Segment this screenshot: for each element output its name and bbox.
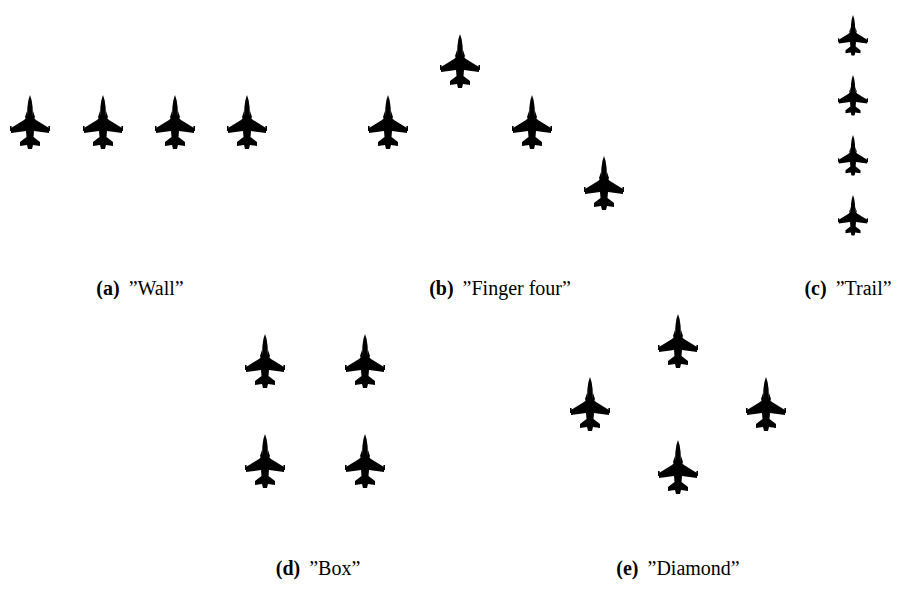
subfigure-caption: (c) ”Trail” (804, 276, 891, 300)
jet-silhouette (440, 34, 480, 88)
jet-silhouette (227, 95, 267, 149)
box-formation (245, 334, 385, 488)
caption-text: ”Diamond” (648, 556, 740, 580)
jet-silhouette (245, 334, 285, 388)
caption-letter: (d) (276, 556, 300, 580)
jet-silhouette (245, 434, 285, 488)
trail-formation (838, 15, 868, 236)
jet-silhouette (658, 314, 698, 368)
caption-letter: (b) (429, 276, 453, 300)
jet-silhouette (658, 440, 698, 494)
jet-silhouette (838, 15, 868, 56)
jet-silhouette (838, 135, 868, 176)
caption-letter: (a) (96, 276, 119, 300)
subfigure-caption: (e) ”Diamond” (616, 556, 739, 580)
jet-silhouette (155, 95, 195, 149)
diamond-formation (570, 314, 786, 494)
jet-silhouette (838, 195, 868, 236)
finger-four-formation (368, 34, 624, 210)
jet-silhouette (838, 75, 868, 116)
caption-text: ”Trail” (836, 276, 892, 300)
subfigure-caption: (b) ”Finger four” (429, 276, 571, 300)
jet-silhouette (512, 95, 552, 149)
jet-silhouette (368, 95, 408, 149)
caption-text: ”Box” (309, 556, 360, 580)
jet-silhouette (584, 156, 624, 210)
caption-text: ”Finger four” (463, 276, 571, 300)
caption-letter: (e) (616, 556, 638, 580)
jet-silhouette (345, 434, 385, 488)
caption-letter: (c) (804, 276, 826, 300)
subfigure-caption: (a) ”Wall” (96, 276, 183, 300)
wall-formation (10, 95, 267, 149)
jet-silhouette (10, 95, 50, 149)
jet-silhouette (345, 334, 385, 388)
jet-silhouette (746, 377, 786, 431)
jet-silhouette (83, 95, 123, 149)
caption-text: ”Wall” (129, 276, 184, 300)
subfigure-caption: (d) ”Box” (276, 556, 361, 580)
jet-silhouette (570, 377, 610, 431)
